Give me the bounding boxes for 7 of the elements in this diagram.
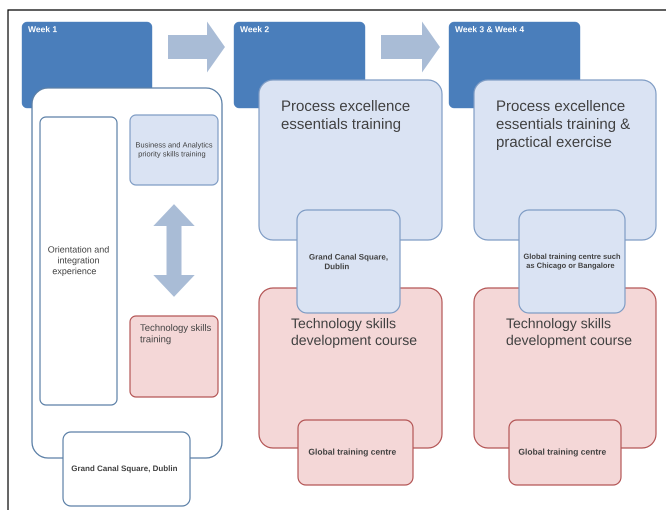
text-box: Orientation and integration experience bbox=[39, 116, 118, 406]
activity-box: Technology skills training bbox=[129, 315, 219, 398]
activity-box: Grand Canal Square, Dublin bbox=[296, 209, 401, 314]
activity-box: Global training centre bbox=[297, 419, 414, 486]
node-label: Technology skills development course bbox=[506, 318, 632, 348]
activity-box: Global training centre bbox=[508, 419, 622, 486]
text-box: Grand Canal Square, Dublin bbox=[62, 431, 191, 507]
